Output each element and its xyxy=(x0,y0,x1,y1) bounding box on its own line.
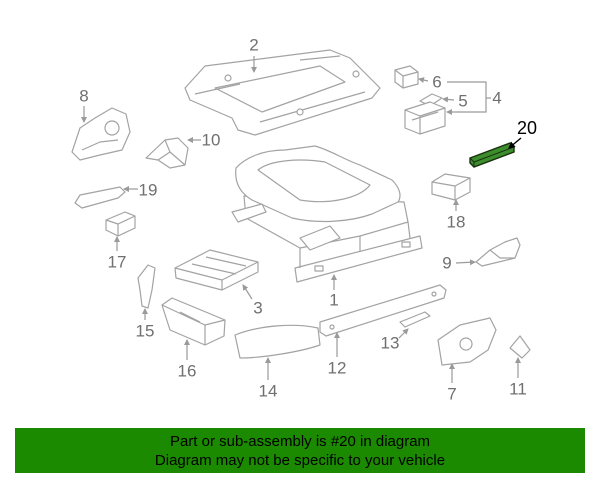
part-14-outline xyxy=(234,324,321,359)
part-12-hole xyxy=(329,324,335,330)
part-9-edge xyxy=(489,249,515,259)
part-13-drawing xyxy=(399,311,431,328)
callout-4: 4 xyxy=(492,89,501,108)
part-18-outline xyxy=(431,173,471,201)
part-1-slot xyxy=(314,265,324,272)
part-1-rod xyxy=(299,221,411,268)
part-16-drawing xyxy=(161,297,226,346)
callout-5: 5 xyxy=(458,92,467,111)
callout-7: 7 xyxy=(447,385,456,404)
callout-13: 13 xyxy=(381,334,400,353)
part-8-outline xyxy=(71,107,131,161)
part-10-outline xyxy=(145,137,189,169)
part-20-drawing xyxy=(469,142,515,168)
callout-6: 6 xyxy=(432,73,441,92)
callout-20: 20 xyxy=(517,118,537,138)
callout-15: 15 xyxy=(136,322,155,341)
part-15-outline xyxy=(137,264,156,309)
callout-17: 17 xyxy=(108,253,127,272)
callout-9: 9 xyxy=(442,254,451,273)
part-19-outline xyxy=(74,186,126,209)
part-14-drawing xyxy=(234,324,321,359)
part-16-outline xyxy=(161,297,226,346)
callout-16: 16 xyxy=(178,362,197,381)
part-7-hole xyxy=(459,337,473,351)
part-1-slot xyxy=(401,241,411,248)
leader-line-6 xyxy=(418,77,429,84)
part-1-cushion-contour xyxy=(257,159,371,203)
part-12-hole xyxy=(431,291,437,297)
part-11-drawing xyxy=(509,335,531,359)
notice-banner: Part or sub-assembly is #20 in diagram D… xyxy=(15,428,585,473)
leader-line-20 xyxy=(508,137,522,149)
leader-line-5 xyxy=(442,96,455,103)
part-8-drawing xyxy=(71,107,131,161)
part-1-drawing xyxy=(231,145,423,283)
part-6-edge xyxy=(394,69,419,88)
part-18-drawing xyxy=(431,173,471,201)
leader-line-9 xyxy=(455,259,476,266)
part-10-drawing xyxy=(145,137,189,169)
callout-labels: 1 2 3 4 5 6 7 8 9 10 11 12 13 14 15 16 1… xyxy=(79,36,537,404)
part-9-drawing xyxy=(475,237,521,267)
callout-1: 1 xyxy=(329,291,338,310)
leader-bracket-4 xyxy=(446,81,487,115)
part-2-drawing xyxy=(184,49,381,136)
part-9-outline xyxy=(475,237,521,267)
part-17-edge xyxy=(105,215,136,236)
part-4-outline xyxy=(404,101,446,135)
part-6-drawing xyxy=(394,65,419,89)
part-2-bolt xyxy=(224,74,232,82)
part-3-edge xyxy=(174,256,259,290)
part-4-edge xyxy=(404,107,446,134)
part-1-mechanism xyxy=(299,225,341,251)
callout-19: 19 xyxy=(139,181,158,200)
callout-10: 10 xyxy=(202,131,221,150)
part-2-bolt xyxy=(352,70,360,78)
part-13-outline xyxy=(399,311,431,328)
part-3-drawing xyxy=(174,249,259,291)
part-2-bolt xyxy=(296,108,304,116)
callout-12: 12 xyxy=(328,359,347,378)
part-15-drawing xyxy=(137,264,156,309)
part-8-edge xyxy=(81,139,119,151)
callout-14: 14 xyxy=(259,382,278,401)
parts-diagram: 1 2 3 4 5 6 7 8 9 10 11 12 13 14 15 16 1… xyxy=(71,36,537,404)
notice-line-2: Diagram may not be specific to your vehi… xyxy=(154,452,446,469)
part-2-opening xyxy=(214,65,346,113)
part-11-outline xyxy=(509,335,531,359)
part-17-outline xyxy=(105,211,136,237)
part-12-outline xyxy=(319,284,447,337)
leader-line-3 xyxy=(242,284,253,300)
part-20-edge xyxy=(469,146,515,167)
part-6-outline xyxy=(394,65,419,89)
part-18-edge xyxy=(431,177,471,200)
part-4-drawing xyxy=(404,101,446,135)
part-16-edge xyxy=(161,304,226,345)
leader-line-13 xyxy=(398,328,409,339)
callout-8: 8 xyxy=(79,87,88,106)
notice-line-1: Part or sub-assembly is #20 in diagram xyxy=(169,433,431,450)
leader-lines xyxy=(81,56,522,383)
part-10-edge xyxy=(157,139,186,166)
callout-3: 3 xyxy=(253,299,262,318)
callout-2: 2 xyxy=(249,36,258,55)
part-7-drawing xyxy=(437,317,497,366)
part-12-drawing xyxy=(319,284,447,337)
callout-18: 18 xyxy=(447,213,466,232)
part-1-left-rail xyxy=(231,203,267,223)
part-19-drawing xyxy=(74,186,126,209)
part-17-drawing xyxy=(105,211,136,237)
part-1-rail xyxy=(294,235,423,283)
part-1-cushion xyxy=(235,145,401,223)
part-8-hole xyxy=(104,120,120,136)
callout-11: 11 xyxy=(509,380,527,399)
part-2-rail-line xyxy=(194,55,366,123)
